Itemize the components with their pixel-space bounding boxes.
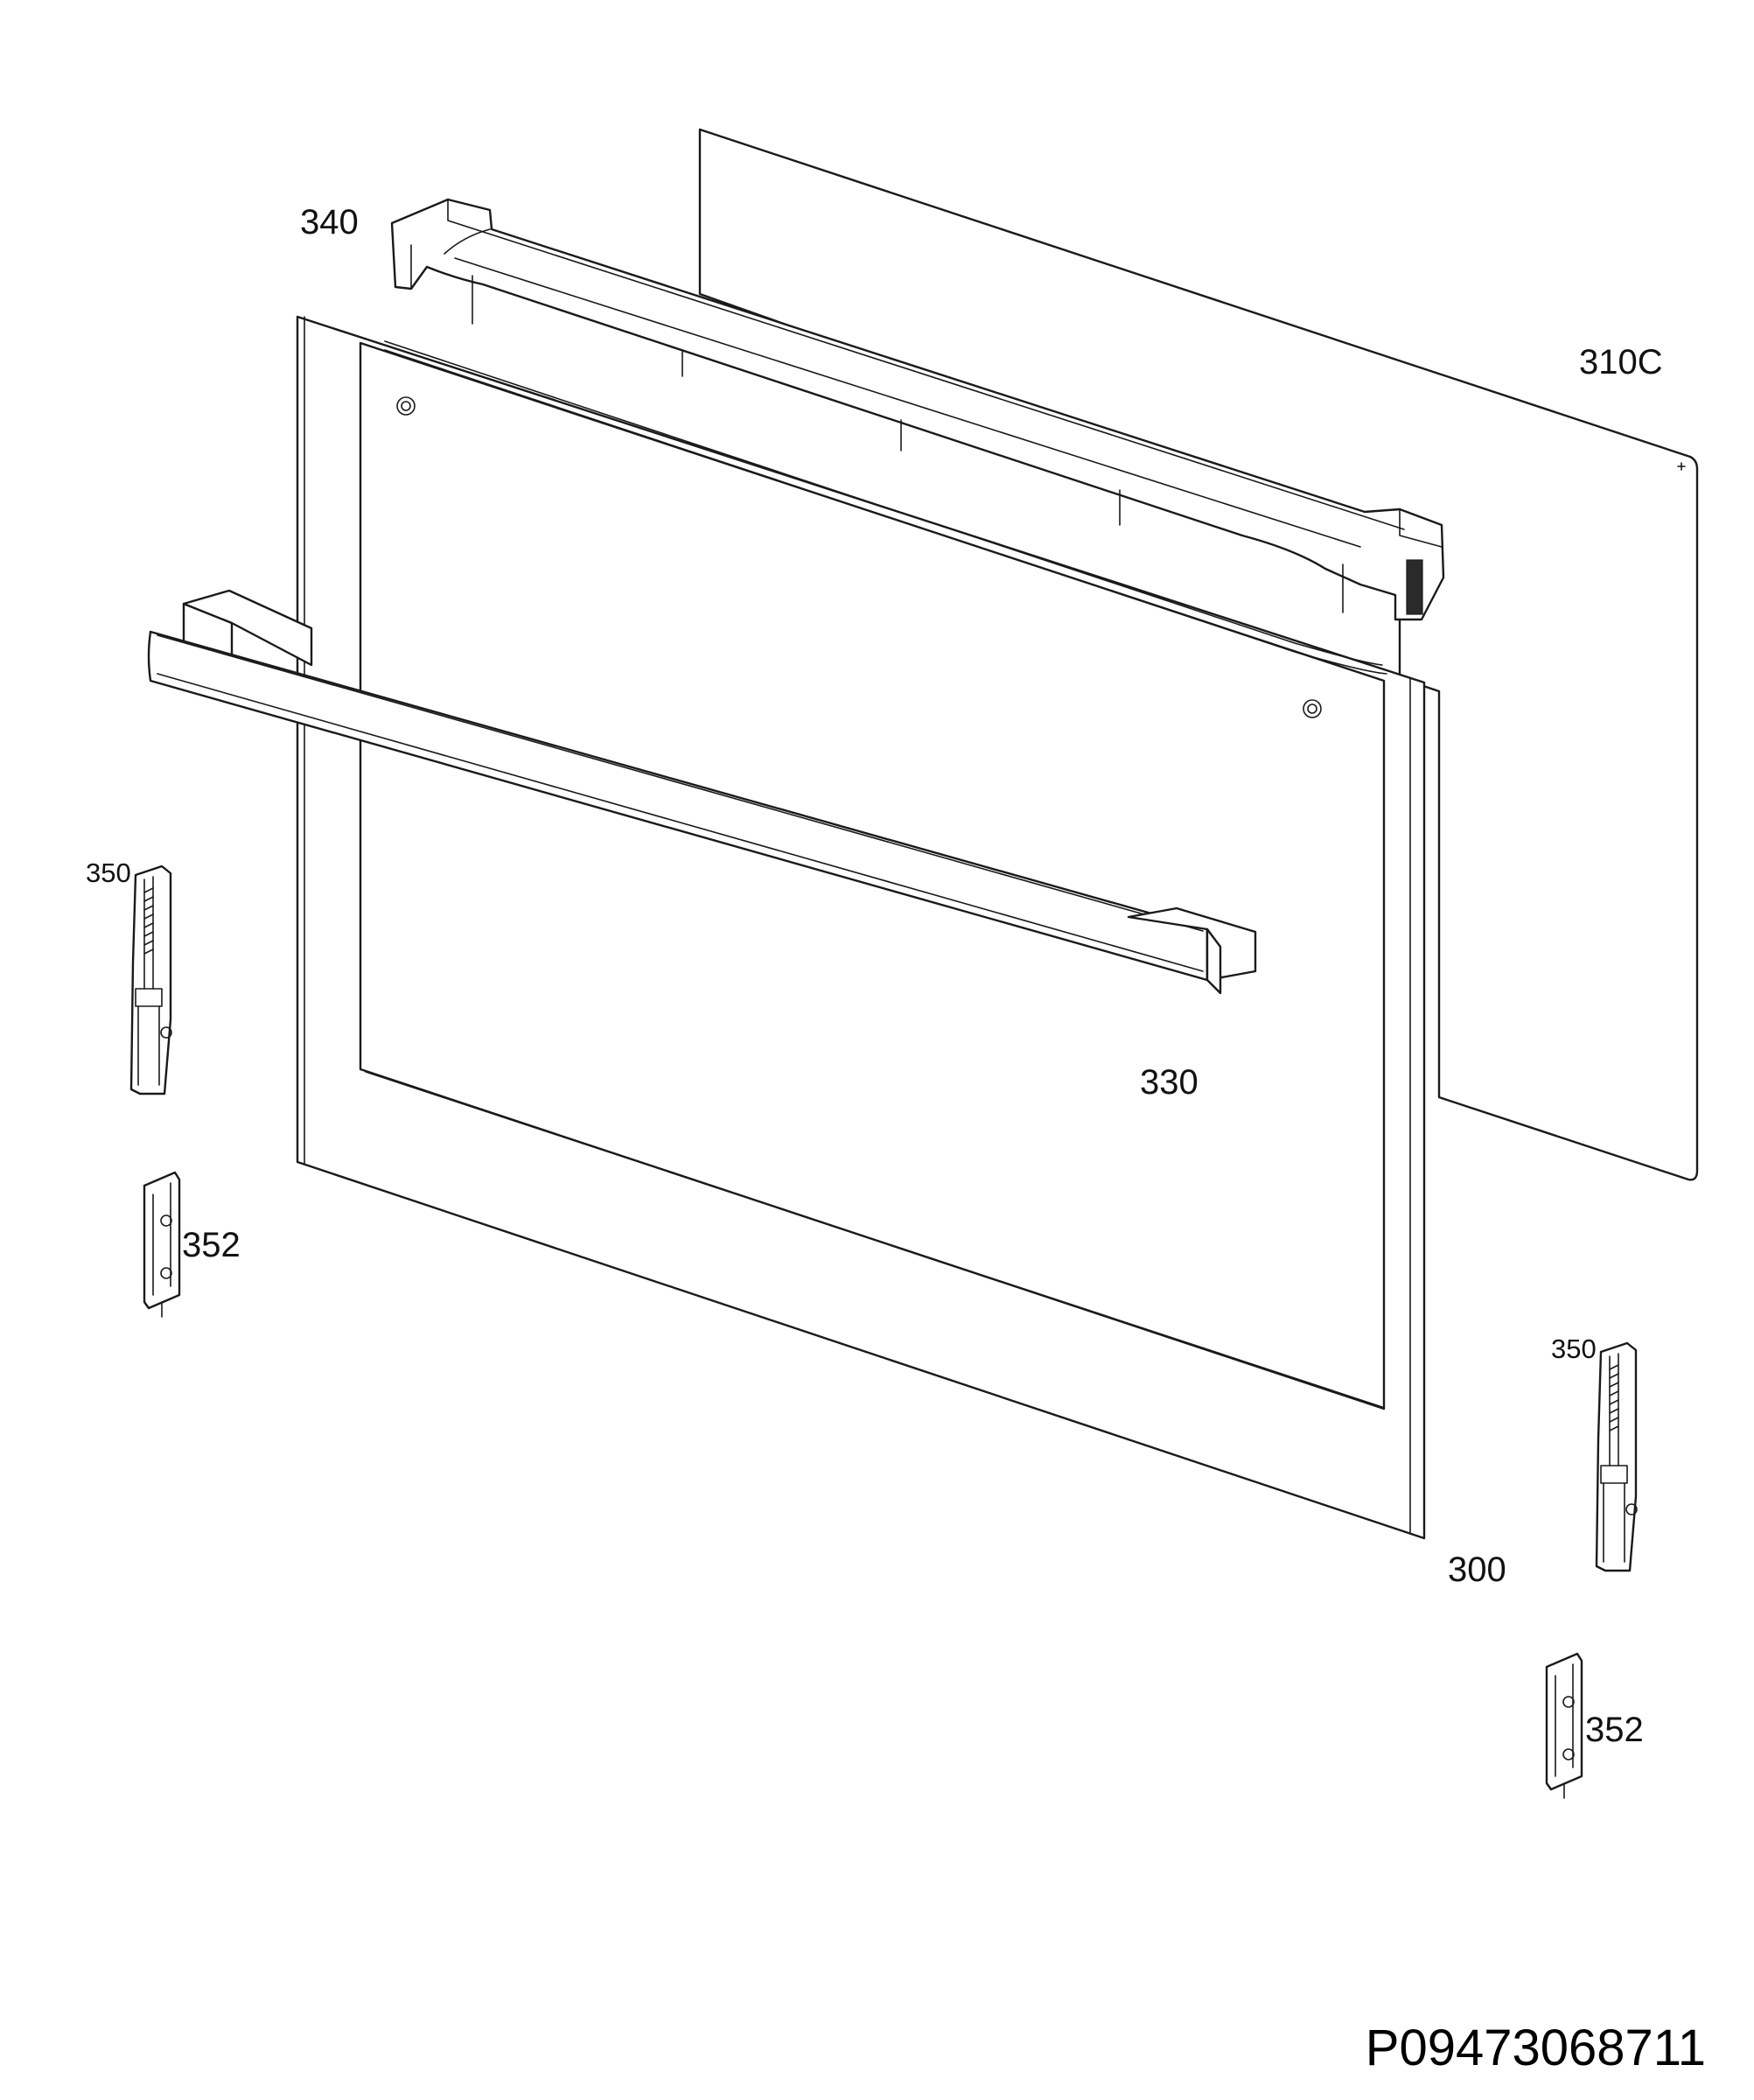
label-hinge-cover-left: 352 bbox=[182, 1226, 241, 1264]
label-hinge-left: 350 bbox=[86, 858, 131, 888]
label-glass-panel: 310C bbox=[1579, 343, 1663, 382]
label-top-profile: 340 bbox=[300, 203, 359, 242]
hinge-right bbox=[1595, 1341, 1638, 1572]
drawing-code: P09473068711 bbox=[1366, 2020, 1706, 2076]
label-door-frame: 300 bbox=[1448, 1550, 1506, 1589]
inner-glass-panel bbox=[698, 128, 1699, 1181]
label-hinge-cover-right: 352 bbox=[1585, 1711, 1644, 1749]
label-handle: 330 bbox=[1140, 1063, 1198, 1102]
hinge-cover-right bbox=[1545, 1652, 1583, 1799]
hinge-cover-left bbox=[143, 1171, 181, 1318]
hinge-left bbox=[129, 864, 172, 1096]
label-hinge-right: 350 bbox=[1551, 1334, 1597, 1364]
door-handle bbox=[147, 589, 1257, 995]
door-frame bbox=[296, 315, 1426, 1540]
top-profile bbox=[384, 198, 1445, 675]
